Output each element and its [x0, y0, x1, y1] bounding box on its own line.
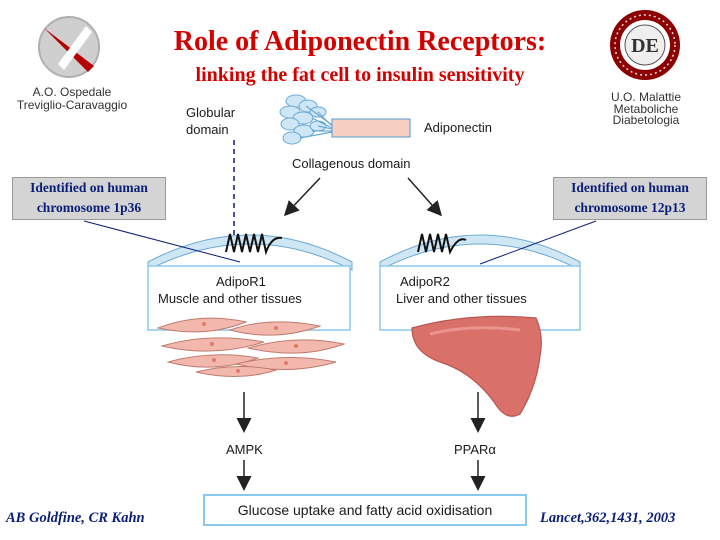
adipor1-label: AdipoR1	[216, 274, 266, 289]
collagenous-domain-label: Collagenous domain	[292, 156, 411, 171]
authors-credit: AB Goldfine, CR Kahn	[6, 510, 145, 526]
adipor1-receptor-shape	[225, 233, 283, 256]
globular-domain-shape	[279, 94, 327, 145]
adipor1-box	[147, 265, 351, 331]
ppar-alpha-label: PPARα	[454, 442, 496, 457]
adipor2-receptor-shape	[417, 233, 467, 255]
adiponectin-label: Adiponectin	[424, 120, 492, 135]
adipor1-tissue-label: Muscle and other tissues	[158, 291, 302, 306]
department-name: U.O. Malattie Metaboliche Diabetologia	[610, 90, 682, 127]
diabetology-seal-icon: DE	[610, 10, 680, 80]
adipor2-label: AdipoR2	[400, 274, 450, 289]
liver-shape	[411, 315, 542, 417]
membrane-left	[147, 234, 353, 271]
membrane-right	[379, 234, 581, 271]
page-subtitle: linking the fat cell to insulin sensitiv…	[195, 64, 525, 86]
page-title: Role of Adiponectin Receptors:	[173, 26, 547, 57]
outcome-label: Glucose uptake and fatty acid oxidisatio…	[237, 502, 493, 518]
adipor2-tissue-label: Liver and other tissues	[396, 291, 527, 306]
adiponectin-rod	[331, 118, 411, 138]
hospital-logo-icon	[38, 16, 100, 78]
collagenous-strands	[299, 105, 333, 139]
svg-text:DE: DE	[631, 35, 659, 57]
left-note-connector	[83, 220, 241, 263]
muscle-cells	[156, 317, 346, 377]
hospital-name: A.O. Ospedale Treviglio-Caravaggio	[16, 85, 128, 112]
globular-domain-label: Globular domain	[186, 105, 236, 137]
chromosome-note-left: Identified on human chromosome 1p36	[12, 177, 166, 220]
outcome-box: Glucose uptake and fatty acid oxidisatio…	[203, 494, 527, 526]
right-note-connector	[479, 220, 597, 265]
ampk-label: AMPK	[226, 442, 263, 457]
citation: Lancet,362,1431, 2003	[540, 510, 676, 526]
chromosome-note-right: Identified on human chromosome 12p13	[553, 177, 707, 220]
